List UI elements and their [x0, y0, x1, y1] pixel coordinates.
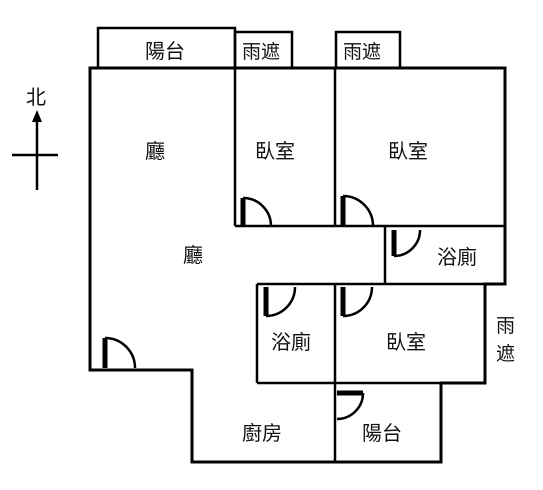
compass-arrow-icon — [32, 110, 42, 122]
label-bathroom-2: 浴廁 — [271, 330, 311, 354]
north-compass: 北 — [12, 85, 58, 190]
label-bedroom-1: 臥室 — [255, 139, 295, 163]
label-living-upper: 廳 — [145, 139, 165, 163]
door-bedroom-2 — [340, 194, 375, 227]
north-label: 北 — [26, 85, 46, 109]
awning-1-outline — [233, 30, 294, 68]
door-balcony-bottom — [336, 390, 365, 421]
door-entrance — [102, 336, 137, 369]
room-labels: 陽台 雨遮 雨遮 廳 廳 臥室 臥室 浴廁 浴廁 臥室 雨 遮 廚房 陽台 — [145, 39, 515, 445]
top-projections — [96, 26, 402, 68]
door-bathroom-2 — [263, 286, 297, 318]
awning-2-outline — [334, 30, 402, 68]
label-awning-right-2: 遮 — [496, 343, 515, 365]
label-bathroom-1: 浴廁 — [437, 245, 477, 269]
label-awning-1: 雨遮 — [242, 41, 280, 63]
interior-walls — [233, 68, 505, 462]
doors — [102, 194, 422, 421]
label-bedroom-2: 臥室 — [388, 139, 428, 163]
door-bedroom-1 — [240, 196, 273, 227]
label-kitchen: 廚房 — [242, 421, 282, 445]
door-bedroom-3 — [340, 286, 374, 318]
label-awning-2: 雨遮 — [343, 41, 381, 63]
label-balcony-top: 陽台 — [145, 39, 185, 63]
label-awning-right-1: 雨 — [496, 315, 515, 337]
door-bathroom-1 — [391, 229, 422, 258]
label-bedroom-3: 臥室 — [386, 330, 426, 354]
label-living-lower: 廳 — [183, 243, 203, 267]
label-balcony-bottom: 陽台 — [362, 421, 402, 445]
